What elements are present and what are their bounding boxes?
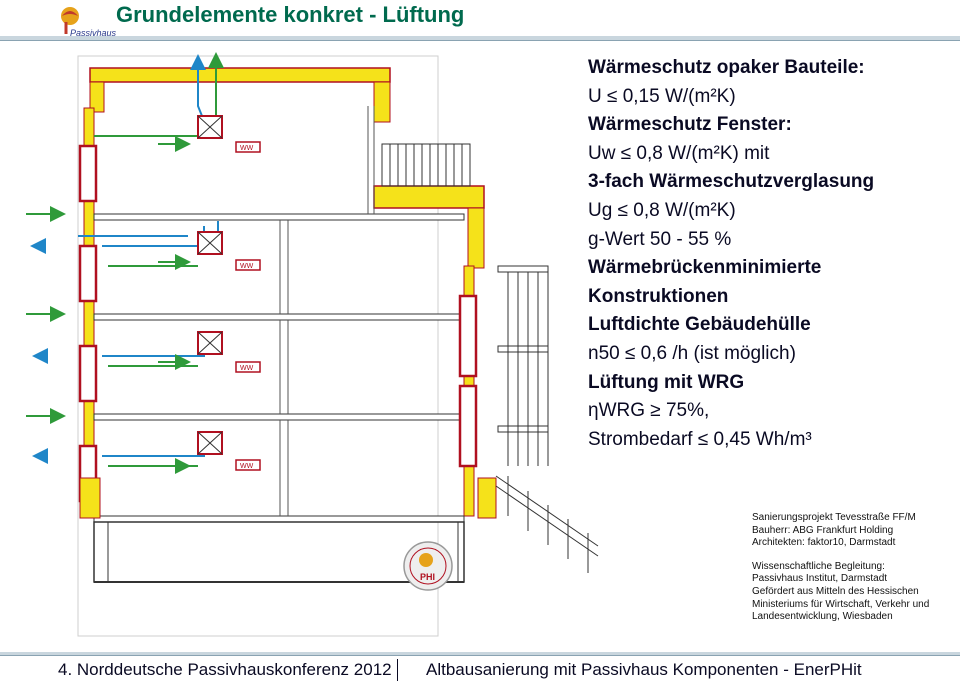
header-divider-line <box>0 40 960 41</box>
project-credits: Sanierungsprojekt Tevesstraße FF/M Bauhe… <box>752 512 957 624</box>
credit-spacer <box>752 550 957 561</box>
credit-line: Wissenschaftliche Begleitung: <box>752 560 885 572</box>
footer-divider <box>0 652 960 655</box>
floor-slabs <box>93 213 465 523</box>
spec-line: Luftdichte Gebäudehülle <box>588 314 811 336</box>
footer-separator <box>397 659 398 681</box>
spec-line: ηWRG ≥ 75%, <box>588 400 710 422</box>
basement <box>79 477 497 583</box>
spec-line: g-Wert 50 - 55 % <box>588 228 732 250</box>
spec-line: Ug ≤ 0,8 W/(m²K) <box>588 199 736 221</box>
heat-recovery-units <box>197 115 223 455</box>
spec-line: Lüftung mit WRG <box>588 371 745 393</box>
spec-list: Wärmeschutz opaker Bauteile: U ≤ 0,15 W/… <box>588 54 953 454</box>
spec-line: Wärmebrückenminimierte <box>588 257 822 279</box>
supply-arrows <box>26 52 224 474</box>
header: Passivhaus Grundelemente konkret - Lüftu… <box>0 0 960 41</box>
hot-water-label: WW <box>240 145 254 152</box>
spec-line: Wärmeschutz opaker Bauteile: <box>588 57 865 78</box>
building-section-drawing: WW WW WW WW PHI <box>26 52 599 637</box>
footer: 4. Norddeutsche Passivhauskonferenz 2012… <box>0 656 960 684</box>
credit-line: Architekten: faktor10, Darmstadt <box>752 537 896 549</box>
spec-line: Wärmeschutz Fenster: <box>588 114 792 136</box>
page-title: Grundelemente konkret - Lüftung <box>116 2 465 27</box>
credit-line: Passivhaus Institut, Darmstadt <box>752 573 888 585</box>
seal-text: PHI <box>420 572 435 582</box>
heat-recovery-cross <box>197 115 223 455</box>
credit-line: Sanierungsprojekt Tevesstraße FF/M <box>752 512 916 523</box>
terrace-railing <box>381 143 471 187</box>
spec-line: Uw ≤ 0,8 W/(m²K) mit <box>588 142 770 164</box>
credit-line: Ministeriums für Wirtschaft, Verkehr und <box>752 598 930 610</box>
spec-line: Strombedarf ≤ 0,45 Wh/m³ <box>588 428 812 450</box>
logo-text: Passivhaus <box>70 28 117 38</box>
outdoor-stair <box>495 475 599 573</box>
exhaust-outlets <box>30 54 206 464</box>
hot-water-label: WW <box>240 463 254 470</box>
spec-line: 3-fach Wärmeschutzverglasung <box>588 171 875 193</box>
roof-insulation <box>89 67 391 123</box>
windows <box>78 144 478 503</box>
balconies <box>497 265 549 466</box>
credit-line: Bauherr: ABG Frankfurt Holding <box>752 524 894 536</box>
terrace-insulation <box>373 185 485 269</box>
hot-water-label: WW <box>240 365 254 372</box>
spec-line: U ≤ 0,15 W/(m²K) <box>588 85 736 107</box>
spec-line: Konstruktionen <box>588 285 729 307</box>
header-divider <box>0 36 960 40</box>
phi-certificate-seal: PHI <box>403 541 453 591</box>
credit-line: Gefördert aus Mitteln des Hessischen <box>752 585 919 597</box>
footer-topic: Altbausanierung mit Passivhaus Komponent… <box>426 660 862 679</box>
footer-conference: 4. Norddeutsche Passivhauskonferenz 2012 <box>58 660 392 679</box>
passivhaus-logo: Passivhaus <box>61 7 117 38</box>
credit-line: Landesentwicklung, Wiesbaden <box>752 611 893 623</box>
hot-water-label: WW <box>240 263 254 270</box>
hot-water-units <box>235 141 261 471</box>
footer-divider-line <box>0 655 960 656</box>
interior-walls <box>279 106 375 516</box>
spec-line: n50 ≤ 0,6 /h (ist möglich) <box>588 342 796 364</box>
